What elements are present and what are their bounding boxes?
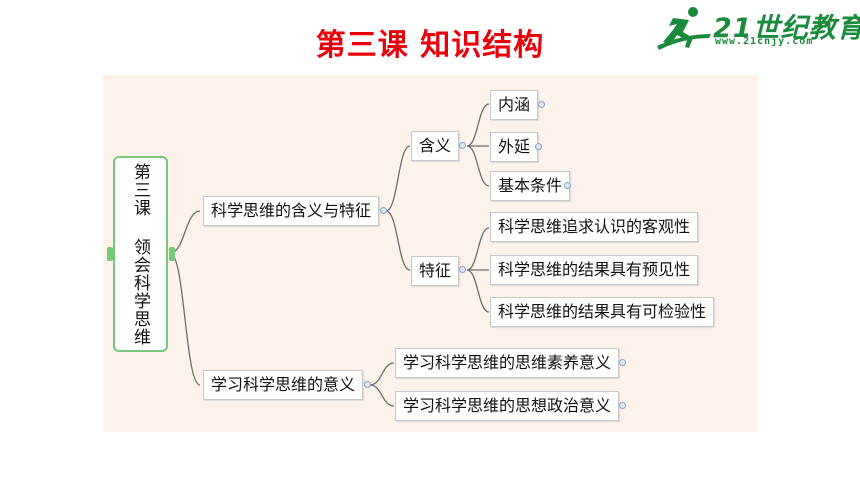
- collapse-toggle-icon[interactable]: [535, 143, 542, 150]
- leaf-feature-objectivity[interactable]: 科学思维追求认识的客观性: [490, 212, 699, 242]
- leaf-denotation[interactable]: 外延: [490, 132, 539, 162]
- collapse-toggle-icon[interactable]: [564, 182, 571, 189]
- collapse-toggle-icon[interactable]: [619, 359, 626, 366]
- leaf-significance-political[interactable]: 学习科学思维的思想政治意义: [395, 391, 620, 421]
- runner-logo-icon: [657, 7, 711, 50]
- logo-brand-text: 21世纪教育: [713, 13, 860, 44]
- node-features[interactable]: 特征: [411, 256, 460, 286]
- node-meaning[interactable]: 含义: [411, 131, 460, 161]
- collapse-toggle-icon[interactable]: [538, 101, 545, 108]
- page-title: 第三课 知识结构: [315, 28, 545, 63]
- logo-url-text: www.21cnjy.com: [715, 36, 814, 47]
- collapse-toggle-icon[interactable]: [380, 207, 387, 214]
- branch-significance[interactable]: 学习科学思维的意义: [203, 370, 364, 400]
- leaf-feature-verifiability[interactable]: 科学思维的结果具有可检验性: [490, 297, 715, 327]
- collapse-toggle-icon[interactable]: [619, 402, 626, 409]
- leaf-connotation[interactable]: 内涵: [490, 90, 539, 120]
- leaf-basic-conditions[interactable]: 基本条件: [490, 171, 571, 201]
- root-node[interactable]: 第三课 领会科学思维: [113, 156, 168, 352]
- collapse-toggle-icon[interactable]: [459, 142, 466, 149]
- logo: 21世纪教育 www.21cnjy.com: [653, 4, 860, 50]
- root-right-handle[interactable]: [169, 247, 175, 261]
- collapse-toggle-icon[interactable]: [364, 381, 371, 388]
- branch-meaning-features[interactable]: 科学思维的含义与特征: [203, 196, 380, 226]
- root-left-handle[interactable]: [107, 247, 113, 261]
- leaf-significance-literacy[interactable]: 学习科学思维的思维素养意义: [395, 348, 620, 378]
- leaf-feature-predictability[interactable]: 科学思维的结果具有预见性: [490, 255, 699, 285]
- collapse-toggle-icon[interactable]: [459, 266, 466, 273]
